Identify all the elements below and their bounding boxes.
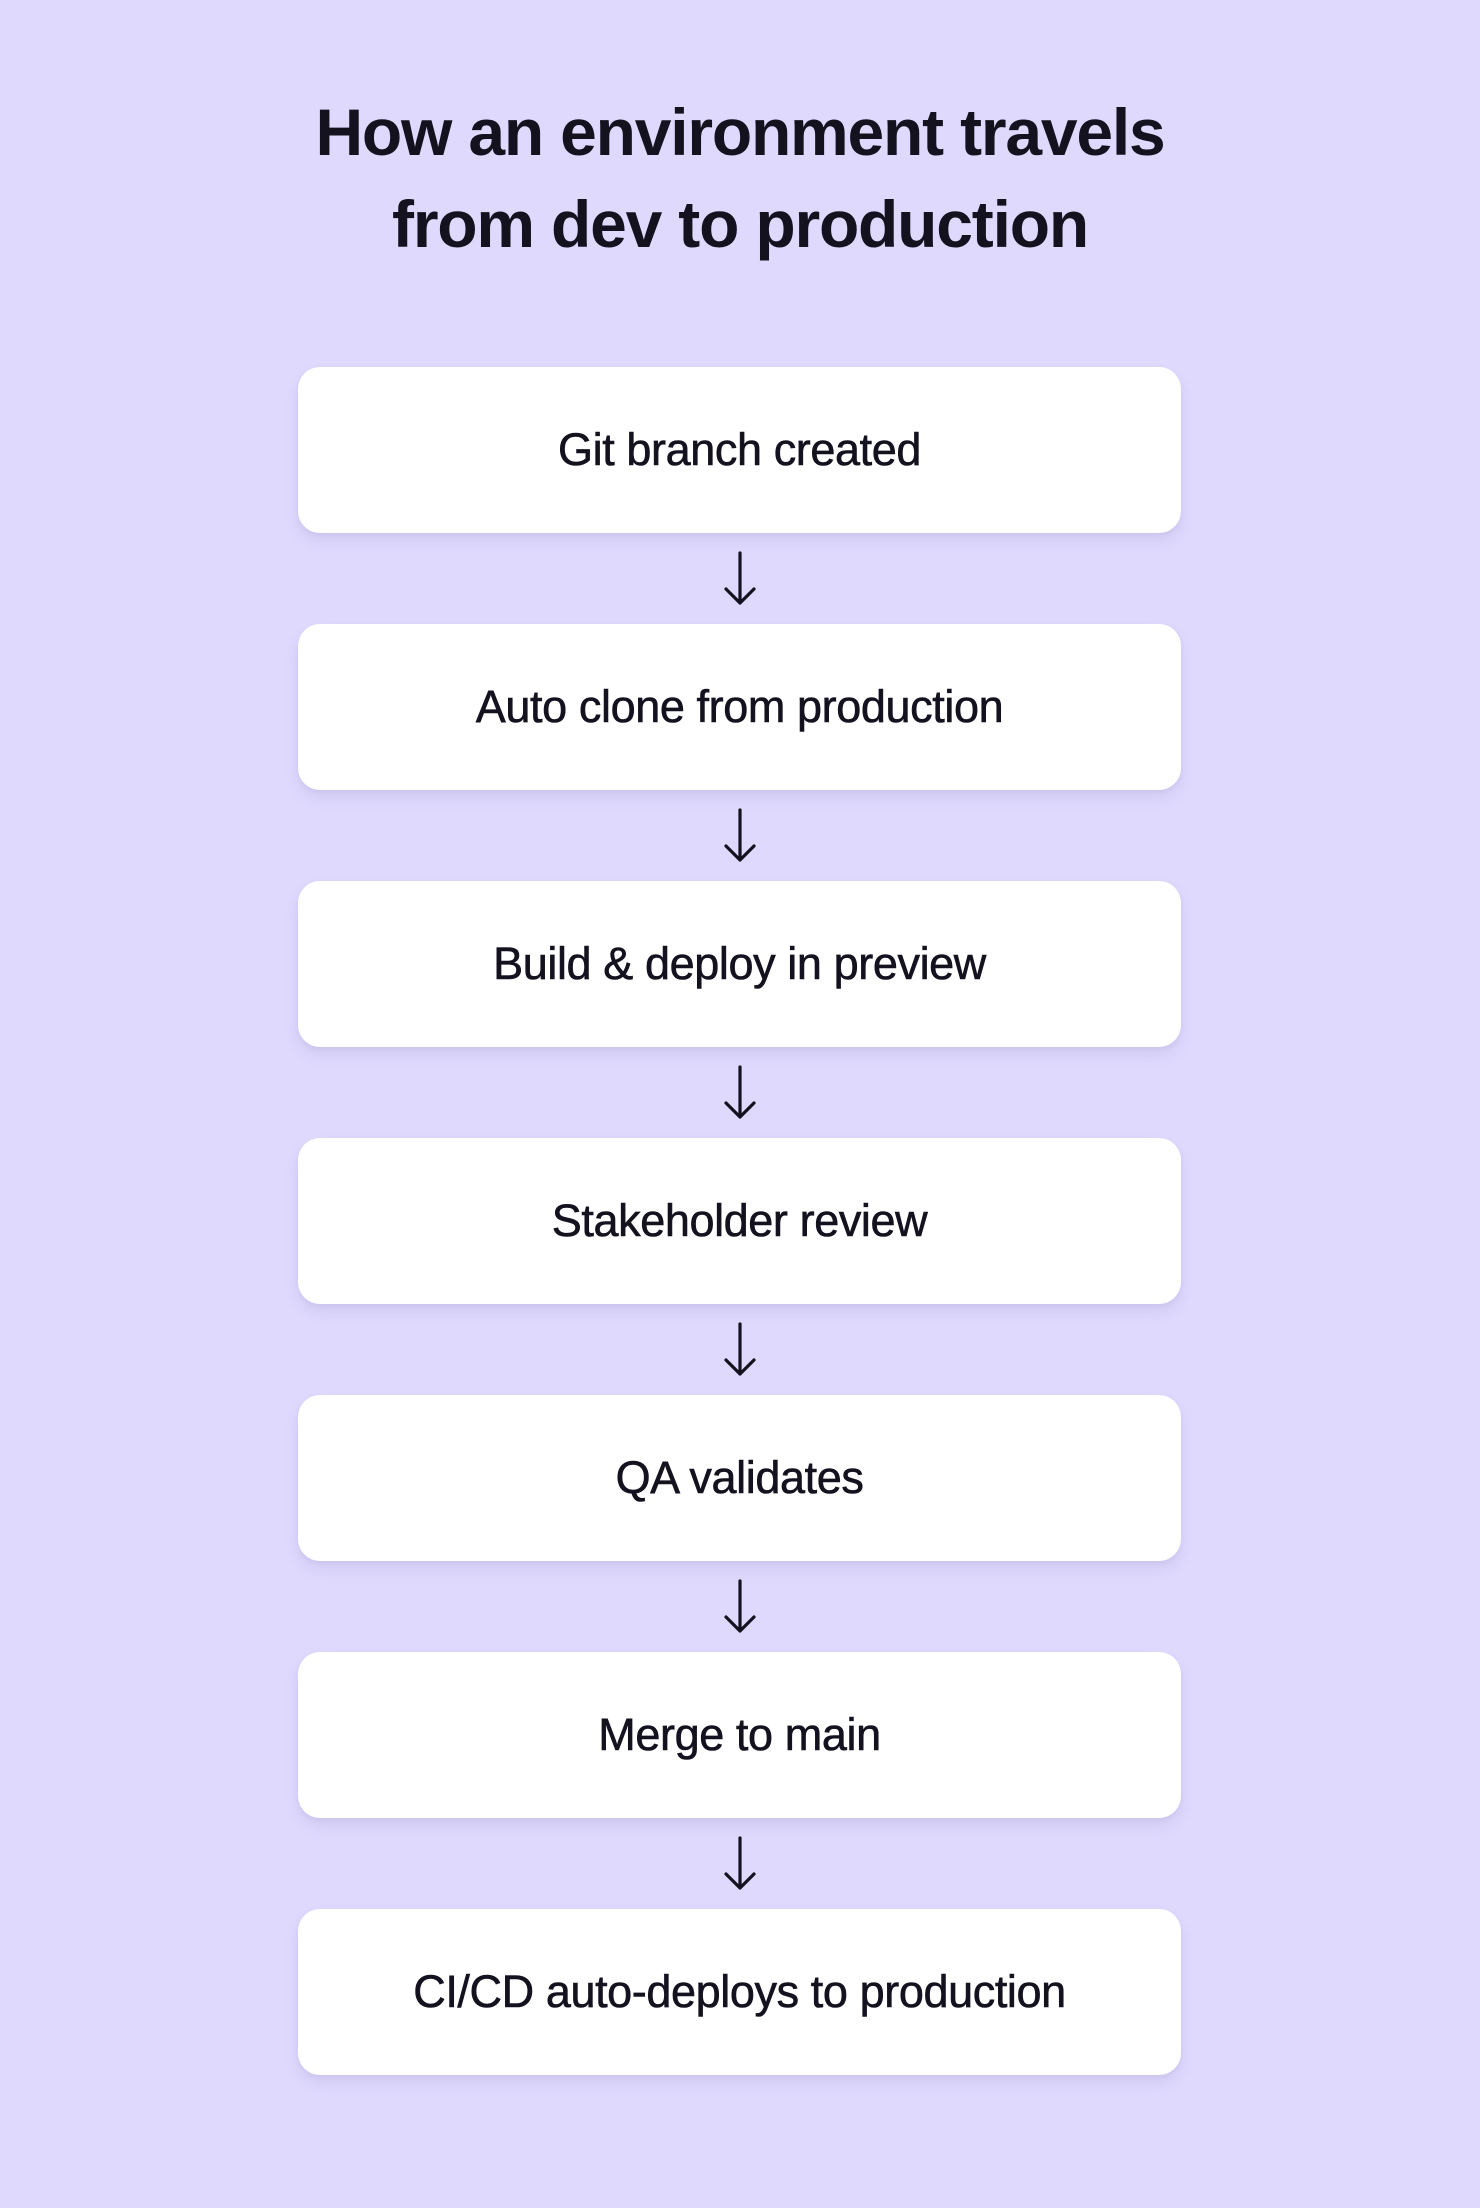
connector <box>298 790 1181 881</box>
step-card-git-branch-created: Git branch created <box>298 367 1181 533</box>
step-card-ci-cd-auto-deploys-to-production: CI/CD auto-deploys to production <box>298 1909 1181 2075</box>
step-card-auto-clone-from-production: Auto clone from production <box>298 624 1181 790</box>
step-label: QA validates <box>615 1452 864 1504</box>
arrow-down-icon <box>723 550 756 605</box>
title-line-1: How an environment travels <box>315 95 1165 169</box>
arrow-down-icon <box>723 1321 756 1376</box>
step-label: Auto clone from production <box>475 681 1004 733</box>
step-label: CI/CD auto-deploys to production <box>413 1966 1067 2018</box>
connector <box>298 1047 1181 1138</box>
step-card-stakeholder-review: Stakeholder review <box>298 1138 1181 1304</box>
arrow-down-icon <box>723 807 756 862</box>
connector <box>298 1561 1181 1652</box>
arrow-down-icon <box>723 1835 756 1890</box>
step-label: Merge to main <box>598 1709 881 1761</box>
step-card-build-deploy-in-preview: Build & deploy in preview <box>298 881 1181 1047</box>
step-label: Git branch created <box>558 424 922 476</box>
connector <box>298 1304 1181 1395</box>
page-title: How an environment travels from dev to p… <box>0 86 1480 270</box>
title-line-2: from dev to production <box>392 187 1089 261</box>
arrow-down-icon <box>723 1064 756 1119</box>
arrow-down-icon <box>723 1578 756 1633</box>
flow-steps: Git branch created Auto clone from produ… <box>298 367 1181 2075</box>
connector <box>298 1818 1181 1909</box>
connector <box>298 533 1181 624</box>
step-label: Build & deploy in preview <box>493 938 987 990</box>
step-card-merge-to-main: Merge to main <box>298 1652 1181 1818</box>
step-label: Stakeholder review <box>551 1195 928 1247</box>
step-card-qa-validates: QA validates <box>298 1395 1181 1561</box>
